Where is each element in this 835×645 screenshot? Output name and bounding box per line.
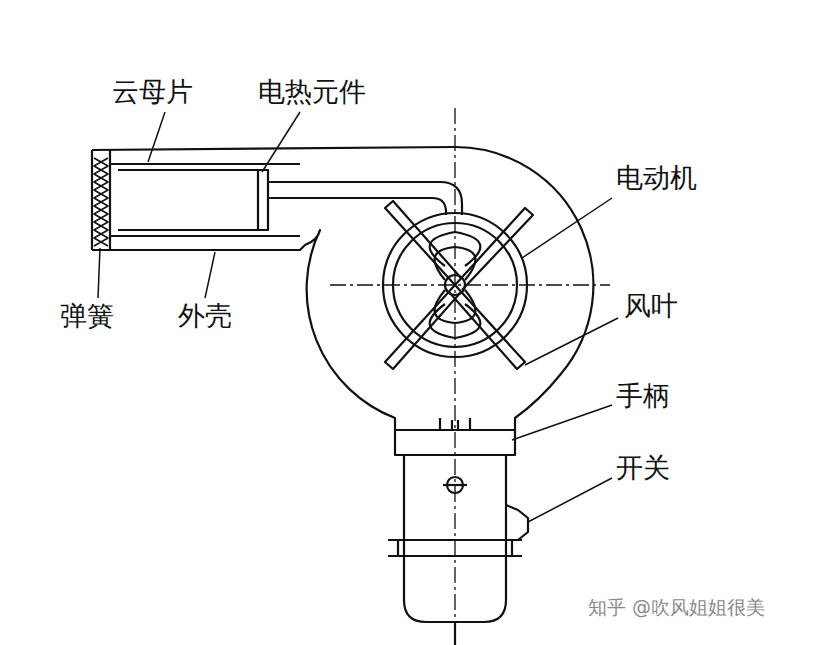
feed-tube [268, 182, 462, 215]
part-label: 手柄 [616, 380, 670, 411]
fan-blade [385, 201, 533, 369]
handle [395, 430, 515, 622]
part-label: 电动机 [616, 162, 697, 193]
leader-line [98, 112, 618, 522]
handle-band [388, 540, 522, 556]
watermark: 知乎 @吹风姐姐很美 [588, 597, 765, 619]
switch [506, 505, 528, 540]
mica-sheet [110, 164, 300, 236]
outer-shell [92, 147, 593, 430]
cord [454, 622, 456, 645]
heating-element [118, 170, 268, 230]
part-label: 风叶 [624, 290, 678, 321]
center-line [330, 108, 610, 645]
nozzle-end [92, 150, 110, 250]
part-label: 云母片 [112, 76, 193, 107]
part-label: 弹簧 [60, 300, 114, 331]
part-label: 外壳 [178, 300, 232, 331]
spring [94, 158, 108, 246]
part-label: 电热元件 [258, 76, 366, 107]
part-label: 开关 [616, 452, 670, 483]
